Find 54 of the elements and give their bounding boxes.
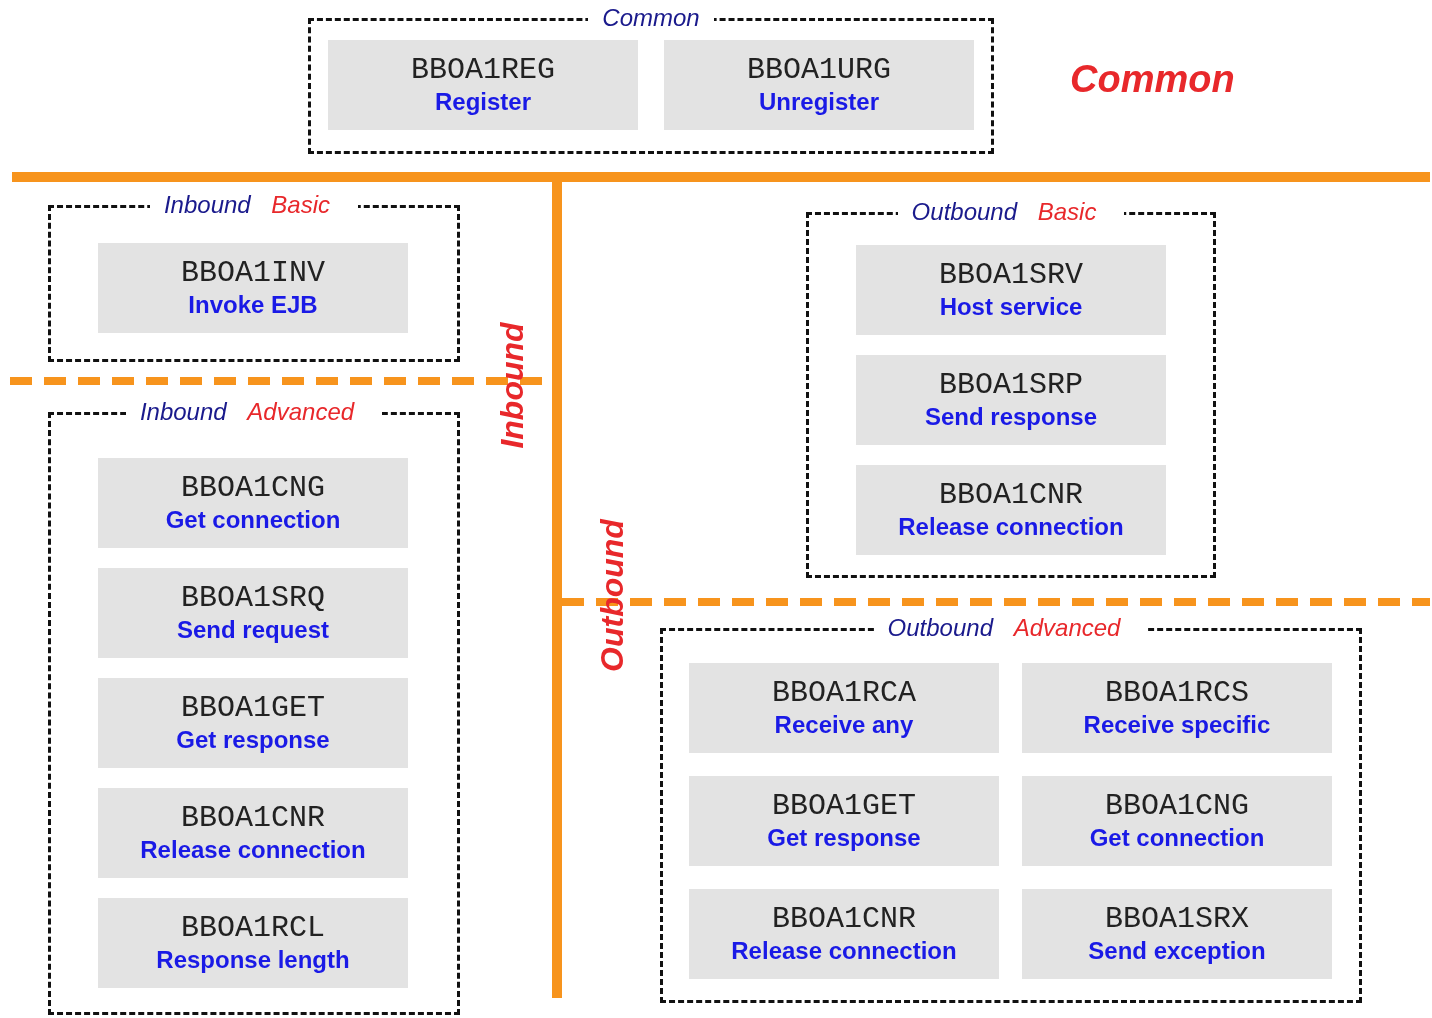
function-code: BBOA1REG (411, 53, 555, 87)
function-code: BBOA1URG (747, 53, 891, 87)
function-box (1022, 889, 1332, 979)
function-description: Send exception (1088, 936, 1266, 966)
function-box (98, 243, 408, 333)
function-code: BBOA1SRP (939, 368, 1083, 402)
function-description: Send request (176, 615, 329, 645)
function-code: BBOA1CNG (181, 471, 325, 505)
function-description: Get connection (1089, 823, 1265, 853)
function-code: BBOA1GET (772, 789, 916, 823)
function-box (328, 40, 638, 130)
function-code: BBOA1SRQ (181, 581, 325, 615)
function-description: Release connection (140, 835, 366, 865)
function-box (98, 788, 408, 878)
function-box (98, 678, 408, 768)
function-description: Send response (924, 402, 1098, 432)
function-description: Unregister (758, 87, 879, 117)
function-box (856, 465, 1166, 555)
function-description: Receive specific (1083, 710, 1271, 740)
section-label: Outbound (593, 518, 631, 672)
function-description: Host service (939, 292, 1083, 322)
function-code: BBOA1RCL (181, 911, 325, 945)
function-code: BBOA1INV (181, 256, 325, 290)
function-description: Release connection (731, 936, 957, 966)
function-description: Get connection (165, 505, 341, 535)
function-description: Release connection (898, 512, 1124, 542)
function-code: BBOA1CNG (1105, 789, 1249, 823)
function-box (689, 889, 999, 979)
function-box (856, 355, 1166, 445)
function-box (98, 898, 408, 988)
function-description: Receive any (774, 710, 914, 740)
function-description: Get response (767, 823, 921, 853)
function-box (98, 568, 408, 658)
function-code: BBOA1GET (181, 691, 325, 725)
function-description: Response length (156, 945, 350, 975)
function-code: BBOA1RCS (1105, 676, 1249, 710)
function-code: BBOA1SRX (1105, 902, 1249, 936)
function-box (664, 40, 974, 130)
function-code: BBOA1SRV (939, 258, 1083, 292)
function-box (1022, 663, 1332, 753)
function-code: BBOA1CNR (939, 478, 1083, 512)
section-heading: Common (1070, 58, 1235, 101)
function-code: BBOA1RCA (772, 676, 916, 710)
function-code: BBOA1CNR (181, 801, 325, 835)
function-description: Get response (176, 725, 330, 755)
function-description: Register (434, 87, 531, 117)
function-description: Invoke EJB (188, 290, 318, 320)
function-box (689, 663, 999, 753)
function-box (1022, 776, 1332, 866)
function-box (856, 245, 1166, 335)
section-label: Inbound (493, 321, 531, 449)
function-code: BBOA1CNR (772, 902, 916, 936)
function-box (689, 776, 999, 866)
function-box (98, 458, 408, 548)
